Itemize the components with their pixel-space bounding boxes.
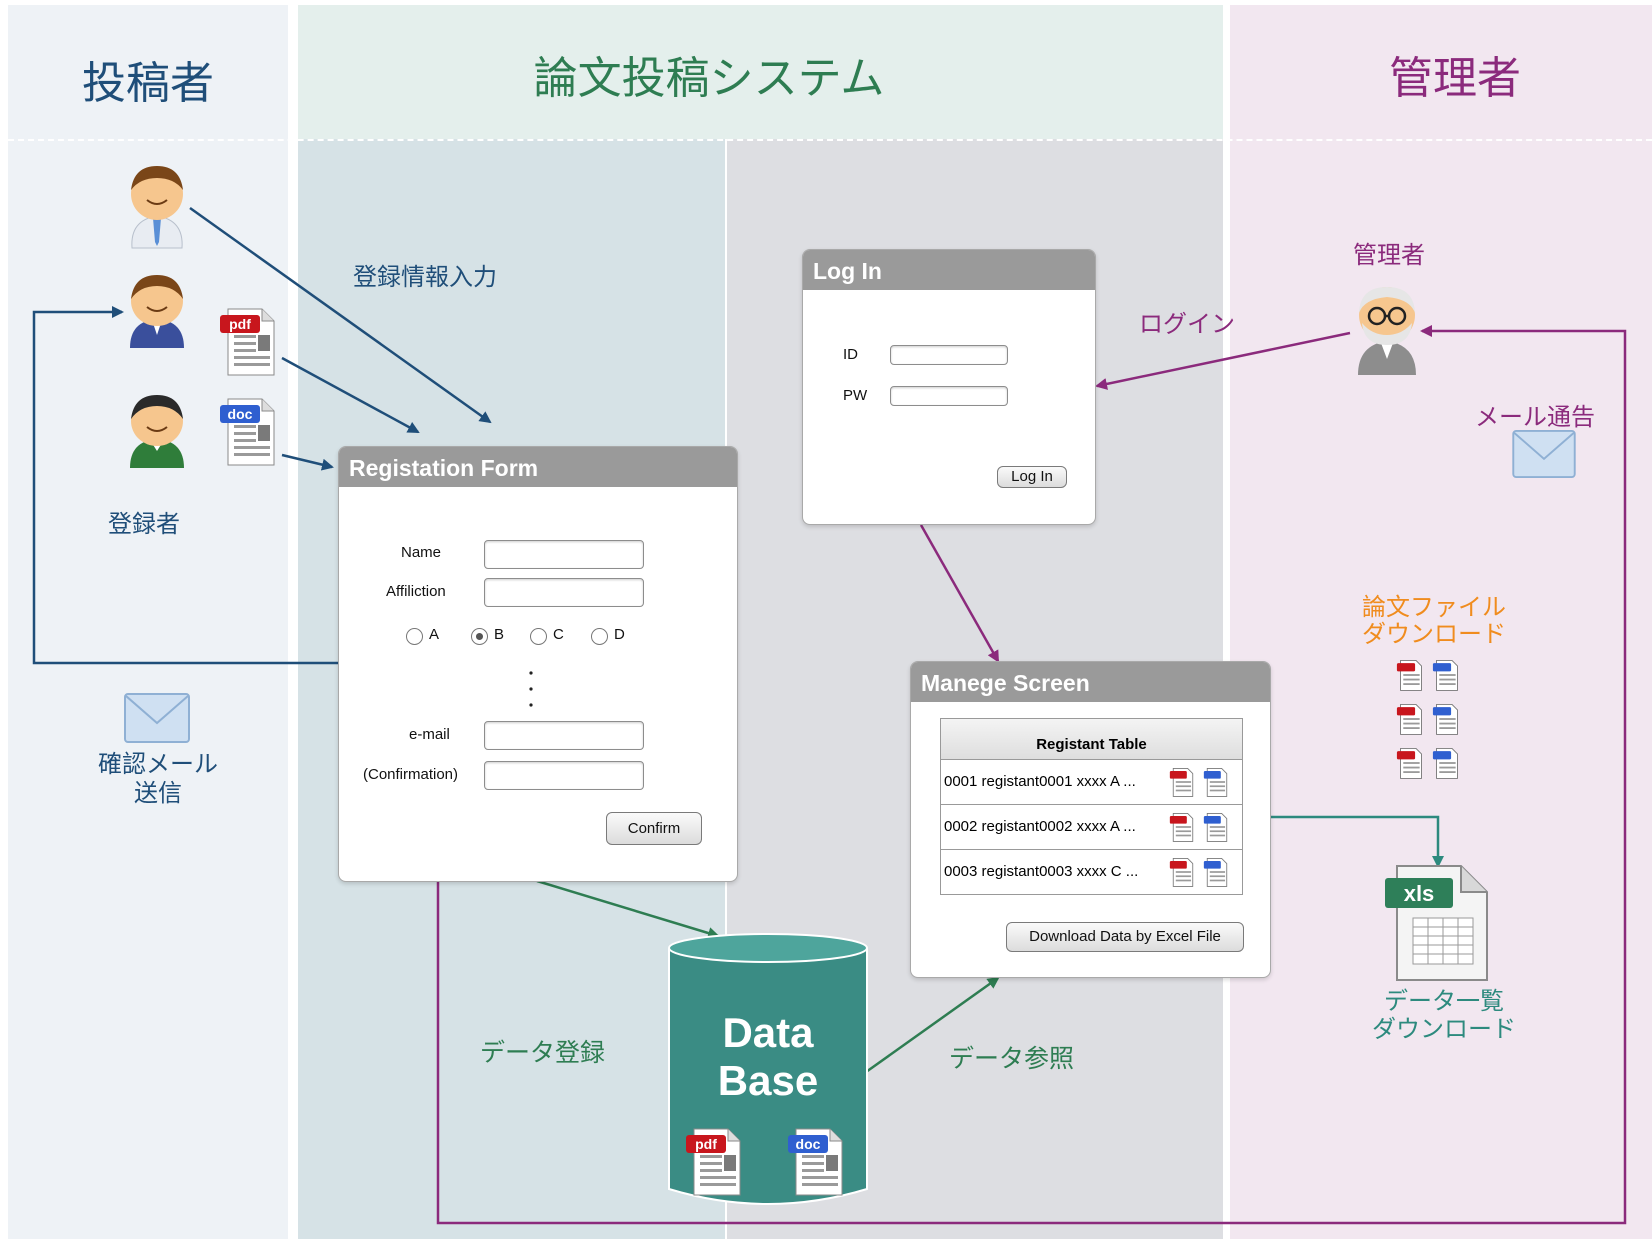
- arrow-admin-to-login: [1095, 331, 1351, 390]
- pdf-file-icon[interactable]: [1396, 657, 1426, 693]
- manage-screen-title: Manege Screen: [911, 662, 1270, 702]
- continuation-dots: [529, 671, 533, 707]
- arrow-manage-to-xls: [1269, 815, 1444, 868]
- doc-file-icon[interactable]: [1203, 765, 1231, 799]
- doc-file-icon: doc: [220, 398, 275, 466]
- table-row-text: 0003 registant0003 xxxx C ...: [944, 863, 1139, 880]
- arrow-form-to-db: [536, 879, 720, 939]
- system-lane-header: [298, 5, 1223, 139]
- radio-option-a-label: A: [429, 626, 440, 643]
- admin-person-icon: [1358, 287, 1416, 375]
- email-confirmation-label: (Confirmation): [363, 766, 459, 783]
- radio-option-d[interactable]: [591, 628, 608, 645]
- email-label: e-mail: [409, 726, 450, 743]
- mail-notify-label: メール通告: [1475, 403, 1595, 431]
- reg-input-label: 登録情報入力: [353, 263, 497, 291]
- arrow-login-to-manage: [919, 524, 1000, 663]
- registrant-table-header: Registant Table: [941, 719, 1242, 760]
- pdf-file-icon: pdf: [686, 1128, 741, 1196]
- arrow-mail-notify-loop: [436, 325, 1627, 1225]
- radio-option-b[interactable]: [471, 628, 488, 645]
- svg-text:pdf: pdf: [695, 1136, 717, 1152]
- person-icon: [131, 166, 183, 249]
- envelope-icon: [124, 693, 190, 743]
- arrow-pdf-to-form: [281, 356, 420, 434]
- envelope-icon: [1512, 430, 1576, 478]
- confirm-mail-label-line1: 確認メール: [98, 750, 218, 778]
- confirm-mail-label-line2: 送信: [134, 779, 182, 807]
- table-row-text: 0002 registant0002 xxxx A ...: [944, 818, 1136, 835]
- id-label: ID: [843, 346, 858, 363]
- table-row[interactable]: 0001 registant0001 xxxx A ...: [941, 760, 1242, 805]
- arrow-person-to-form: [189, 206, 492, 424]
- table-row[interactable]: 0002 registant0002 xxxx A ...: [941, 805, 1242, 850]
- login-window-title: Log In: [803, 250, 1095, 290]
- pdf-file-icon[interactable]: [1396, 745, 1426, 781]
- doc-file-icon[interactable]: [1432, 745, 1462, 781]
- radio-option-b-label: B: [494, 626, 505, 643]
- doc-file-icon[interactable]: [1203, 855, 1231, 889]
- download-excel-button[interactable]: Download Data by Excel File: [1006, 922, 1244, 952]
- admin-lane: [1230, 5, 1652, 1239]
- svg-text:Data: Data: [722, 1009, 814, 1056]
- svg-text:Base: Base: [718, 1057, 818, 1104]
- name-label: Name: [401, 544, 442, 561]
- doc-file-icon: doc: [788, 1128, 843, 1196]
- email-confirmation-input[interactable]: [484, 761, 644, 790]
- data-list-download-label-line2: ダウンロード: [1372, 1015, 1516, 1043]
- manage-screen-window: Manege Screen Registant Table 0001 regis…: [910, 661, 1271, 978]
- pdf-file-icon[interactable]: [1396, 701, 1426, 737]
- doc-file-icon[interactable]: [1432, 657, 1462, 693]
- id-input[interactable]: [890, 345, 1008, 365]
- pdf-file-icon[interactable]: [1169, 855, 1197, 889]
- svg-text:doc: doc: [796, 1136, 821, 1152]
- registration-form-title: Registation Form: [339, 447, 737, 487]
- submitter-lane-title: 投稿者: [82, 58, 214, 109]
- data-list-download-label-line1: データ一覧: [1384, 987, 1504, 1015]
- data-register-label: データ登録: [480, 1038, 606, 1067]
- confirm-button[interactable]: Confirm: [606, 812, 702, 845]
- registrant-label: 登録者: [108, 510, 180, 538]
- table-row-text: 0001 registant0001 xxxx A ...: [944, 773, 1136, 790]
- xls-file-icon: xls: [1385, 865, 1488, 981]
- admin-lane-title: 管理者: [1389, 53, 1521, 104]
- admin-person-label: 管理者: [1353, 241, 1425, 269]
- pw-label: PW: [843, 387, 868, 404]
- pdf-file-icon: pdf: [220, 308, 275, 376]
- arrow-confirm-mail-loop: [32, 306, 339, 665]
- doc-file-icon[interactable]: [1432, 701, 1462, 737]
- person-icon: [130, 275, 184, 348]
- login-button[interactable]: Log In: [997, 466, 1067, 488]
- arrow-db-to-manage: [865, 976, 1000, 1074]
- svg-text:pdf: pdf: [229, 316, 251, 332]
- email-input[interactable]: [484, 721, 644, 750]
- radio-option-d-label: D: [614, 626, 625, 643]
- registrant-table: Registant Table 0001 registant0001 xxxx …: [940, 718, 1243, 895]
- radio-option-c[interactable]: [530, 628, 547, 645]
- name-input[interactable]: [484, 540, 644, 569]
- paper-download-label-line1: 論文ファイル: [1362, 593, 1506, 621]
- doc-file-icon[interactable]: [1203, 810, 1231, 844]
- svg-text:doc: doc: [228, 406, 253, 422]
- login-window: Log In ID PW Log In: [802, 249, 1096, 525]
- pw-input[interactable]: [890, 386, 1008, 406]
- registration-form-window: Registation Form Name Affiliction A B C …: [338, 446, 738, 882]
- system-lane-title: 論文投稿システム: [533, 53, 885, 104]
- pdf-file-icon[interactable]: [1169, 810, 1197, 844]
- radio-option-c-label: C: [553, 626, 564, 643]
- header-divider: [8, 139, 1652, 141]
- radio-option-a[interactable]: [406, 628, 423, 645]
- paper-download-label-line2: ダウンロード: [1362, 620, 1506, 648]
- affiliation-label: Affiliction: [386, 583, 446, 600]
- pdf-file-icon[interactable]: [1169, 765, 1197, 799]
- arrow-doc-to-form: [281, 453, 334, 471]
- table-row[interactable]: 0003 registant0003 xxxx C ...: [941, 850, 1242, 894]
- paper-file-grid: [1396, 657, 1480, 783]
- svg-text:xls: xls: [1404, 881, 1435, 906]
- person-icon: [130, 395, 184, 468]
- affiliation-input[interactable]: [484, 578, 644, 607]
- data-reference-label: データ参照: [949, 1044, 1075, 1073]
- login-label: ログイン: [1139, 310, 1235, 338]
